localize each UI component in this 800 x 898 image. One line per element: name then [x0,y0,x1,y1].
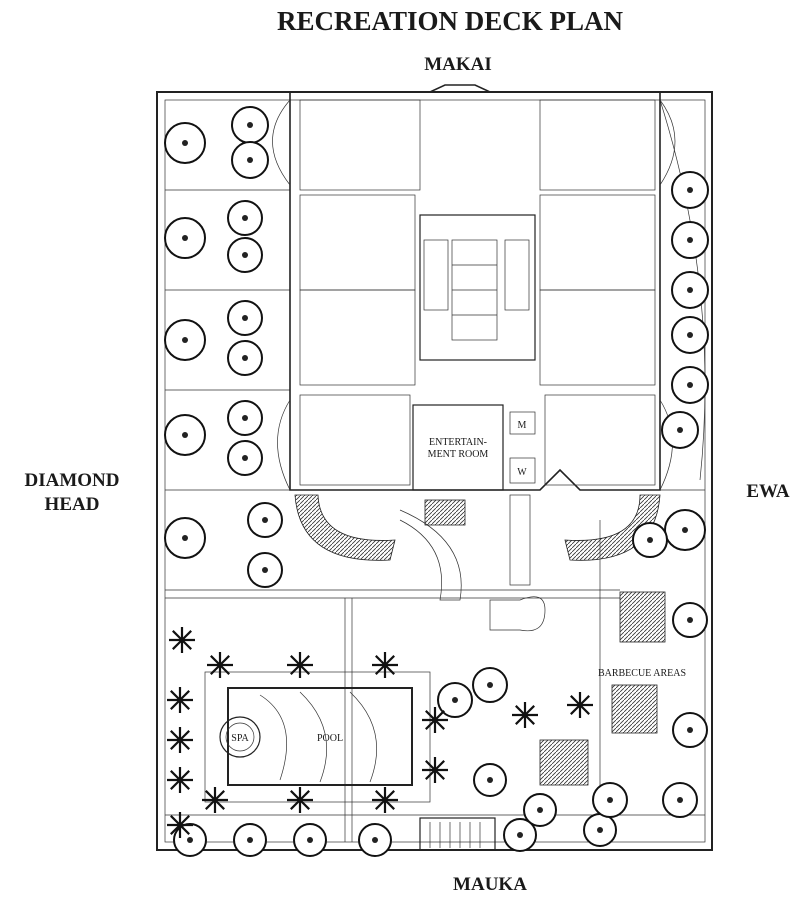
palm-tree-symbol [287,787,313,813]
womens-room-label: W [517,467,527,478]
landscaping-trees [164,106,709,857]
tree-trunk [247,837,253,843]
plan-title: RECREATION DECK PLAN [277,6,624,36]
womens-restroom [509,457,536,484]
entertainment-room-label-2: MENT ROOM [428,449,489,460]
tree-trunk [247,122,253,128]
pool-area [204,671,431,803]
tree-trunk [597,827,603,833]
palm-tree-symbol [167,727,193,753]
tree-trunk [262,567,268,573]
tree-trunk [247,157,253,163]
tower-building [272,84,676,491]
tree-trunk [537,807,543,813]
tree-trunk [687,332,693,338]
tree-trunk [242,415,248,421]
palm-tree-symbol [372,787,398,813]
tree-trunk [487,777,493,783]
tree-trunk [487,682,493,688]
tree-trunk [242,252,248,258]
tree-trunk [687,727,693,733]
palm-tree-symbol [167,687,193,713]
tree-trunk [607,797,613,803]
tree-trunk [687,287,693,293]
tree-trunk [677,797,683,803]
tree-trunk [687,187,693,193]
tree-trunk [187,837,193,843]
tree-trunk [182,432,188,438]
tree-trunk [677,427,683,433]
tree-trunk [242,355,248,361]
tree-trunk [687,237,693,243]
palm-tree-symbol [567,692,593,718]
direction-mauka: MAUKA [453,874,527,895]
barbecue-areas [419,591,666,851]
tree-trunk [517,832,523,838]
palm-tree-symbol [372,652,398,678]
direction-diamond-head-1: DIAMOND [25,470,120,491]
palm-tree-symbol [167,767,193,793]
tree-trunk [372,837,378,843]
palm-tree-symbol [422,707,448,733]
tree-trunk [182,140,188,146]
palm-tree-symbol [287,652,313,678]
palm-tree-symbol [167,812,193,838]
tree-trunk [452,697,458,703]
palm-tree-symbol [422,757,448,783]
palm-tree-symbol [202,787,228,813]
mens-restroom [509,411,536,435]
tree-trunk [182,535,188,541]
palm-tree-symbol [512,702,538,728]
tree-trunk [242,315,248,321]
tree-trunk [182,337,188,343]
tree-trunk [262,517,268,523]
direction-diamond-head-2: HEAD [45,494,100,515]
mens-room-label: M [518,420,527,431]
barbecue-areas-label: BARBECUE AREAS [598,668,686,679]
tree-trunk [647,537,653,543]
tree-trunk [307,837,313,843]
tree-trunk [682,527,688,533]
direction-ewa: EWA [746,481,790,502]
palm-tree-symbol [169,627,195,653]
spa-label: SPA [231,733,249,744]
palm-tree-symbol [207,652,233,678]
terrace-planters [294,494,661,632]
tree-trunk [687,617,693,623]
tree-trunk [182,235,188,241]
entertainment-room [412,404,504,491]
tree-trunk [242,455,248,461]
direction-makai: MAKAI [424,54,492,75]
tree-trunk [687,382,693,388]
tree-trunk [242,215,248,221]
entertainment-room-label-1: ENTERTAIN- [429,437,487,448]
pool-label: POOL [317,733,343,744]
